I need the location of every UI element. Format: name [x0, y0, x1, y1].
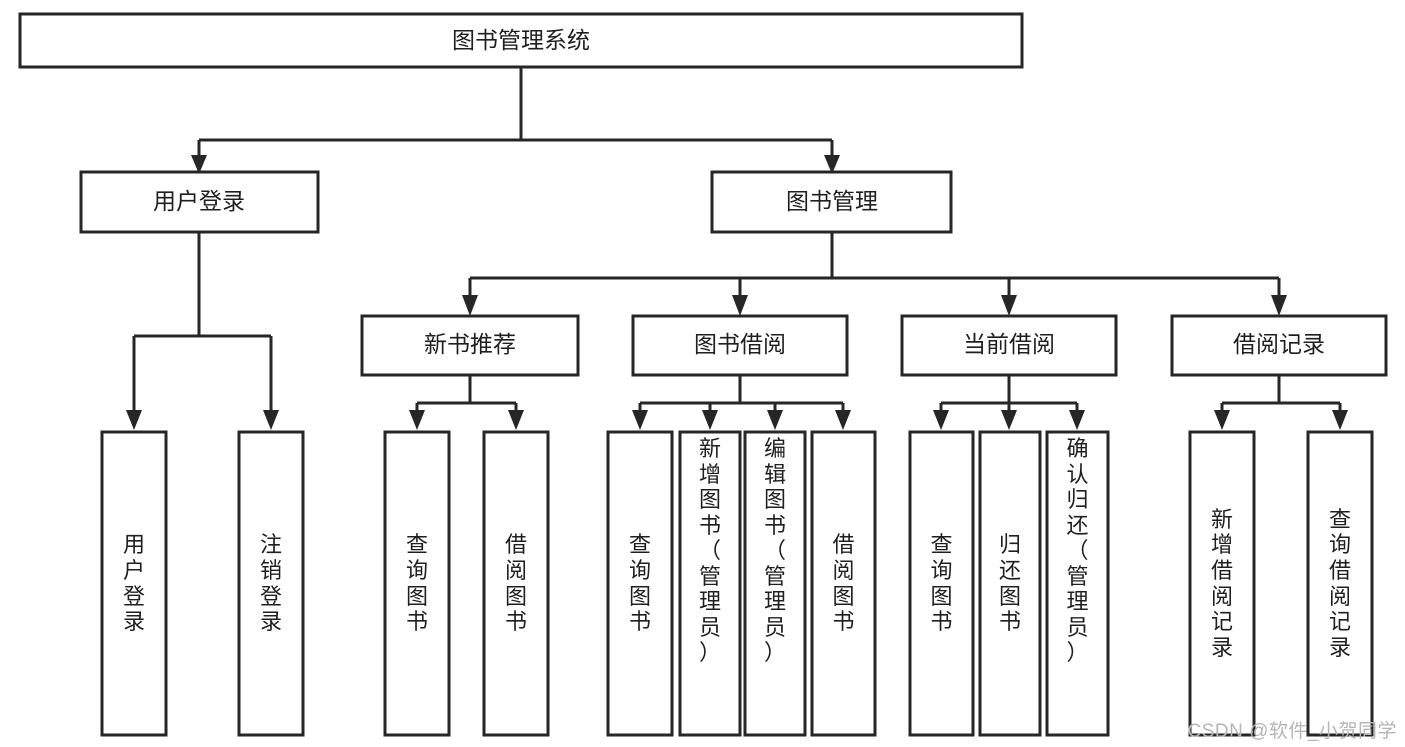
- connector-borrowrecord-to-leaves: [1214, 375, 1348, 430]
- node-leaf-borrow-book-2[interactable]: [810, 430, 877, 737]
- node-new-book-recommend[interactable]: 新书推荐: [360, 314, 580, 377]
- node-user-login-label: 用户登录: [153, 188, 245, 214]
- connector-newbook-to-leaves: [409, 375, 524, 430]
- connector-bookmanage-to-level3: [462, 232, 1287, 316]
- node-leaf-query-book-1[interactable]: [383, 430, 451, 737]
- node-leaf-query-record[interactable]: [1306, 430, 1374, 737]
- node-book-manage[interactable]: 图书管理: [710, 170, 953, 234]
- connector-currentborrow-to-leaves: [933, 375, 1085, 430]
- node-book-manage-label: 图书管理: [786, 188, 878, 214]
- node-leaf-query-book-3[interactable]: [908, 430, 975, 737]
- node-leaf-borrow-book-1[interactable]: [482, 430, 550, 737]
- node-leaf-logout[interactable]: [237, 430, 305, 737]
- node-root-label: 图书管理系统: [452, 27, 590, 53]
- node-current-borrow[interactable]: 当前借阅: [900, 314, 1118, 377]
- node-leaf-add-record[interactable]: [1188, 430, 1256, 737]
- node-borrow-record[interactable]: 借阅记录: [1170, 314, 1388, 377]
- node-leaf-return-book[interactable]: [978, 430, 1042, 737]
- node-leaf-user-login[interactable]: [100, 430, 168, 737]
- watermark-text: CSDN @软件_小贺同学: [1187, 721, 1397, 742]
- node-leaf-add-book[interactable]: [678, 430, 742, 737]
- node-current-borrow-label: 当前借阅: [963, 331, 1055, 357]
- connector-userlogin-to-leaves: [126, 232, 279, 430]
- node-user-login[interactable]: 用户登录: [79, 170, 320, 234]
- node-leaf-confirm-return[interactable]: [1045, 430, 1110, 737]
- connector-bookborrow-to-leaves: [632, 375, 851, 430]
- node-book-borrow[interactable]: 图书借阅: [631, 314, 849, 377]
- node-leaf-edit-book[interactable]: [743, 430, 807, 737]
- connector-root-to-level2: [191, 67, 840, 174]
- node-borrow-record-label: 借阅记录: [1233, 331, 1325, 357]
- node-book-borrow-label: 图书借阅: [694, 331, 786, 357]
- node-root[interactable]: 图书管理系统: [18, 12, 1024, 69]
- node-leaf-query-book-2[interactable]: [606, 430, 674, 737]
- node-new-book-recommend-label: 新书推荐: [424, 331, 516, 357]
